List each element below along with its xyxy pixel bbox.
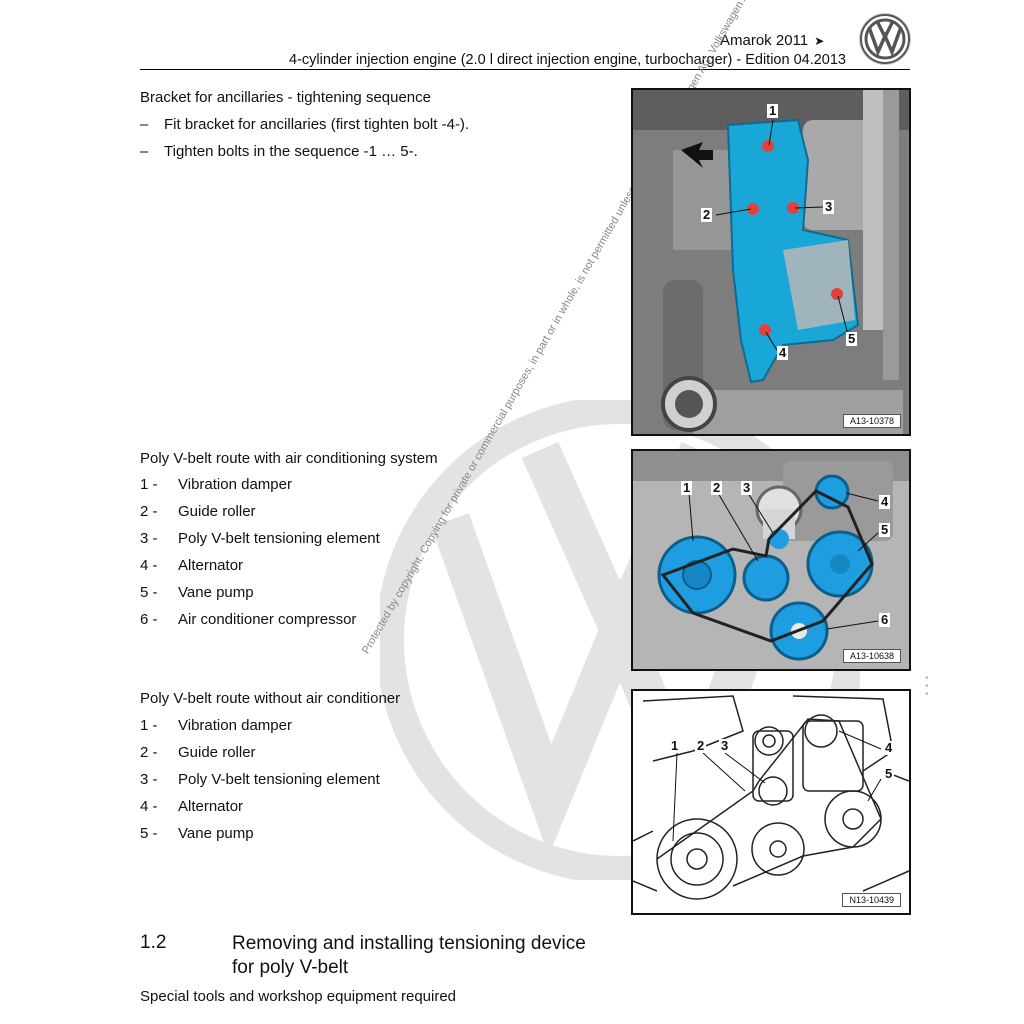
callout-3: 3 <box>823 199 835 214</box>
list-item: 3 - Poly V-belt tensioning element <box>140 771 380 798</box>
callout-2: 2 <box>701 207 713 222</box>
item-number: 3 - <box>140 771 158 788</box>
callout-4: 4 <box>777 345 789 360</box>
callout-5: 5 <box>846 331 858 346</box>
item-number: 1 - <box>140 717 158 734</box>
item-number: 5 - <box>140 584 158 601</box>
item-number: 1 - <box>140 476 158 493</box>
without-ac-list: 1 - Vibration damper 2 - Guide roller 3 … <box>140 717 380 852</box>
list-item: 1 - Vibration damper <box>140 717 380 744</box>
figure-id: A13-10378 <box>842 414 901 428</box>
item-label: Vane pump <box>178 584 254 601</box>
step-bullet: – <box>140 116 149 133</box>
callout-2: 2 <box>711 480 723 495</box>
section-number: 1.2 <box>140 932 167 953</box>
arrow-pointer-icon <box>681 142 713 168</box>
with-ac-heading: Poly V-belt route with air conditioning … <box>140 450 438 467</box>
item-number: 3 - <box>140 530 158 547</box>
list-item: 5 - Vane pump <box>140 825 380 852</box>
figure-bracket: 1 2 3 4 5 A13-10378 <box>631 88 911 436</box>
item-number: 5 - <box>140 825 158 842</box>
arrow-right-icon: ➤ <box>814 34 825 48</box>
list-item: 2 - Guide roller <box>140 744 380 771</box>
step-text: Tighten bolts in the sequence -1 … 5-. <box>164 143 418 160</box>
section-title: Removing and installing tensioning devic… <box>232 933 586 978</box>
margin-dots: ••• <box>925 673 929 700</box>
callout-4: 4 <box>879 494 891 509</box>
item-label: Guide roller <box>178 744 256 761</box>
item-label: Alternator <box>178 557 244 574</box>
item-label: Vane pump <box>178 825 254 842</box>
vw-logo-icon <box>859 13 911 65</box>
bracket-heading: Bracket for ancillaries - tightening seq… <box>140 89 431 106</box>
callout-1: 1 <box>767 103 779 118</box>
list-item: 3 - Poly V-belt tensioning element <box>140 530 380 557</box>
item-label: Vibration damper <box>178 476 292 493</box>
header-model: Amarok 2011 ➤ <box>720 32 824 49</box>
belt-with-ac-illustration <box>633 451 909 669</box>
header-model-text: Amarok 2011 <box>720 32 809 49</box>
callout-4: 4 <box>883 740 895 755</box>
figure-belt-with-ac: 1 2 3 4 5 6 A13-10638 <box>631 449 911 671</box>
list-item: 4 - Alternator <box>140 798 380 825</box>
callout-5: 5 <box>883 766 895 781</box>
item-label: Vibration damper <box>178 717 292 734</box>
list-item: 5 - Vane pump <box>140 584 380 611</box>
without-ac-heading: Poly V-belt route without air conditione… <box>140 690 401 707</box>
item-label: Alternator <box>178 798 244 815</box>
item-label: Air conditioner compressor <box>178 611 357 628</box>
callout-1: 1 <box>681 480 693 495</box>
bracket-step-1: – Fit bracket for ancillaries (first tig… <box>140 116 469 133</box>
figure-id: A13-10638 <box>842 649 901 663</box>
bracket-illustration <box>633 90 909 434</box>
bracket-step-2: – Tighten bolts in the sequence -1 … 5-. <box>140 143 418 160</box>
item-label: Guide roller <box>178 503 256 520</box>
list-item: 1 - Vibration damper <box>140 476 380 503</box>
step-text: Fit bracket for ancillaries (first tight… <box>164 116 470 133</box>
header-divider <box>140 69 910 70</box>
list-item: 6 - Air conditioner compressor <box>140 611 380 638</box>
item-number: 4 - <box>140 798 158 815</box>
callout-3: 3 <box>719 738 731 753</box>
item-label: Poly V-belt tensioning element <box>178 771 380 788</box>
callout-2: 2 <box>695 738 707 753</box>
list-item: 2 - Guide roller <box>140 503 380 530</box>
item-number: 2 - <box>140 744 158 761</box>
item-number: 2 - <box>140 503 158 520</box>
figure-id: N13-10439 <box>842 893 901 907</box>
callout-3: 3 <box>741 480 753 495</box>
step-bullet: – <box>140 143 149 160</box>
belt-without-ac-illustration <box>633 691 909 913</box>
item-number: 4 - <box>140 557 158 574</box>
section-subheading: Special tools and workshop equipment req… <box>140 988 457 1005</box>
list-item: 4 - Alternator <box>140 557 380 584</box>
with-ac-list: 1 - Vibration damper 2 - Guide roller 3 … <box>140 476 380 638</box>
callout-6: 6 <box>879 612 891 627</box>
header-subtitle: 4-cylinder injection engine (2.0 l direc… <box>289 52 846 68</box>
figure-belt-without-ac: 1 2 3 4 5 N13-10439 <box>631 689 911 915</box>
item-number: 6 - <box>140 611 158 628</box>
callout-1: 1 <box>669 738 681 753</box>
callout-5: 5 <box>879 522 891 537</box>
item-label: Poly V-belt tensioning element <box>178 530 380 547</box>
